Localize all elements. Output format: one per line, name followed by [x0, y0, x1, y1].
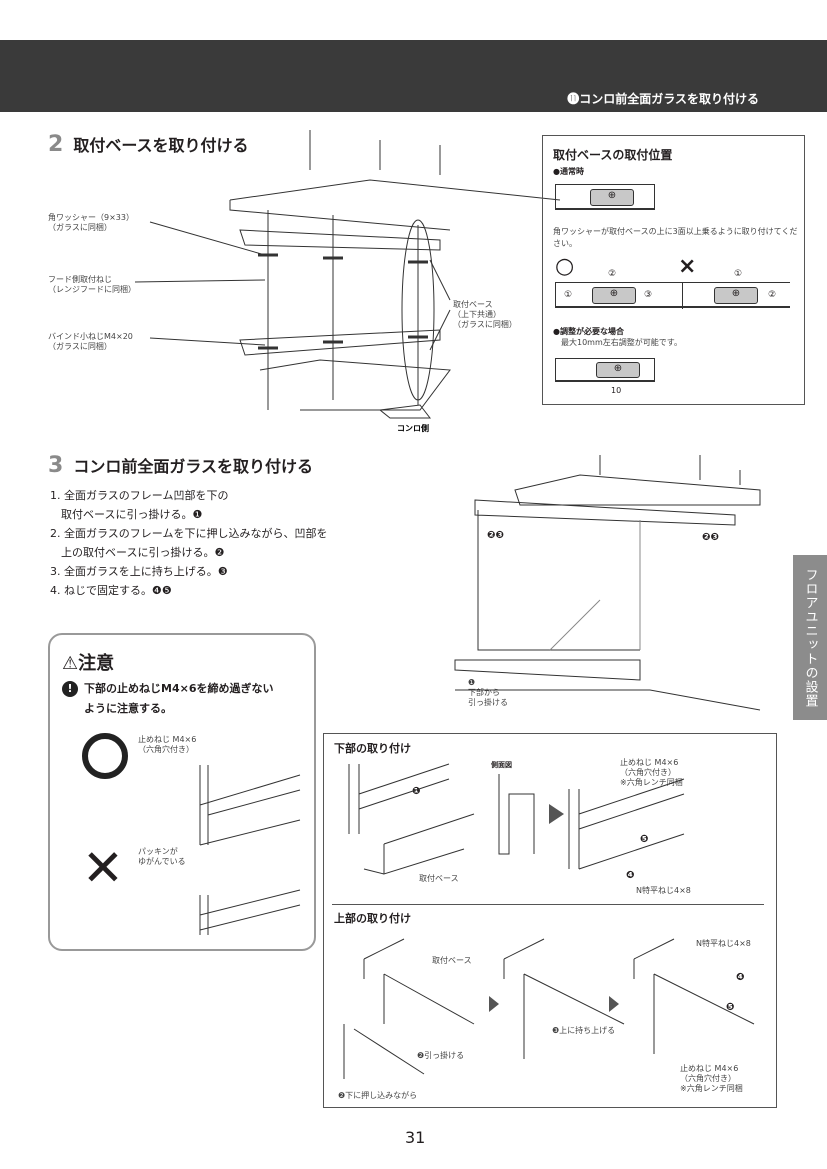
base-label: 取付ベース （上下共通） （ガラスに同梱） [453, 300, 517, 329]
upper-flat-screw-label: N特平ねじ4×8 [696, 939, 751, 948]
adjust-text: 最大10mm左右調整が可能です。 [561, 338, 682, 347]
lift-up-label: ❸上に持ち上げる [552, 1026, 616, 1035]
hook-label: ❷引っ掛ける [417, 1051, 465, 1060]
dimension-label: 10 [611, 386, 622, 395]
ok-ng-diagram: ⊕ ⊕ ① ② ③ ① ② [555, 269, 790, 309]
normal-label: ●通常時 [553, 167, 584, 176]
washer-label: 角ワッシャー（9×33） （ガラスに同梱） [48, 213, 134, 232]
adjust-diagram: ⊕ [555, 358, 655, 382]
box-title: 取付ベースの取付位置 [553, 148, 673, 162]
section-title: ⓫コンロ前全面ガラスを取り付ける [567, 92, 759, 106]
ng-mark: × [678, 254, 697, 279]
ng-cross-icon: ✕ [82, 839, 124, 897]
caution-box: ⚠注意 ! 下部の止めねじM4×6を締め過ぎないように注意する。 止めねじ M4… [48, 633, 316, 951]
instruction-item: 3. 全面ガラスを上に持ち上げる。❸ [50, 565, 228, 578]
lower-title: 下部の取り付け [334, 742, 411, 755]
badge-4: ❹ [736, 972, 745, 983]
lower-flat-screw-label: N特平ねじ4×8 [636, 886, 691, 895]
bind-screw-label: バインド小ねじM4×20 （ガラスに同梱） [48, 332, 133, 351]
divider [332, 904, 764, 905]
stove-side-label: コンロ側 [397, 424, 429, 433]
side-view-label: 側面図 [491, 761, 512, 769]
section-side-tab: フロアユニットの設置 [793, 555, 827, 720]
mounting-position-box: 取付ベースの取付位置 ●通常時 ⊕ 角ワッシャーが取付ベースの上に3面以上乗るよ… [542, 135, 805, 405]
instruction-item: 2. 全面ガラスのフレームを下に押し込みながら、凹部を 上の取付ベースに引っ掛け… [50, 527, 328, 559]
adjust-title: ●調整が必要な場合 [553, 327, 624, 336]
step-badges-right: ❷❸ [702, 532, 719, 543]
step-title: 取付ベースを取り付ける [73, 136, 249, 155]
step-number: 2 [48, 132, 64, 157]
upper-title: 上部の取り付け [334, 912, 411, 925]
caution-message: 下部の止めねじM4×6を締め過ぎないように注意する。 [84, 682, 274, 715]
header-bar [0, 40, 827, 112]
push-down-label: ❷下に押し込みながら [338, 1091, 418, 1100]
badge-5: ❺ [726, 1002, 735, 1013]
instruction-text: 角ワッシャーが取付ベースの上に3面以上乗るように取り付けてください。 [553, 227, 798, 248]
normal-diagram: ⊕ [555, 184, 655, 210]
badge-1: ❶ [412, 786, 421, 797]
page-number: 31 [405, 1128, 426, 1147]
step3-instructions: 1. 全面ガラスのフレーム凹部を下の 取付ベースに引っ掛ける。❶ 2. 全面ガラ… [50, 486, 327, 600]
badge-5: ❺ [640, 834, 649, 845]
caution-title: ⚠注意 [62, 653, 115, 674]
step-number: 3 [48, 453, 64, 478]
base-installation-illustration [134, 130, 561, 419]
hook-from-bottom-label: ❶ 下部から 引っ掛ける [468, 678, 508, 707]
upper-base-label: 取付ベース [432, 956, 472, 965]
packing-label: パッキンが ゆがんでいる [138, 847, 186, 866]
step-title: コンロ前全面ガラスを取り付ける [73, 457, 313, 476]
step3-heading: 3 コンロ前全面ガラスを取り付ける [48, 453, 313, 478]
instruction-item: 1. 全面ガラスのフレーム凹部を下の 取付ベースに引っ掛ける。❶ [50, 489, 229, 521]
exclamation-icon: ! [62, 681, 78, 697]
detail-box: 下部の取り付け 側面図 取付ベース 止めねじ M4×6 （六角穴付き） ※六角レ… [323, 733, 777, 1108]
step2-heading: 2 取付ベースを取り付ける [48, 132, 249, 157]
badge-4: ❹ [626, 870, 635, 881]
instruction-item: 4. ねじで固定する。❹❺ [50, 584, 172, 597]
lower-set-screw-label: 止めねじ M4×6 （六角穴付き） ※六角レンチ同梱 [620, 758, 683, 787]
hood-screw-label: フード側取付ねじ （レンジフードに同梱） [48, 275, 136, 294]
lower-base-label: 取付ベース [419, 874, 459, 883]
upper-set-screw-label: 止めねじ M4×6 （六角穴付き） ※六角レンチ同梱 [680, 1064, 743, 1093]
ok-circle-icon [82, 733, 128, 779]
glass-installation-illustration [454, 455, 761, 711]
step-badges-left: ❷❸ [487, 530, 504, 541]
set-screw-label: 止めねじ M4×6 （六角穴付き） [138, 735, 197, 754]
ok-mark: ○ [555, 254, 575, 279]
